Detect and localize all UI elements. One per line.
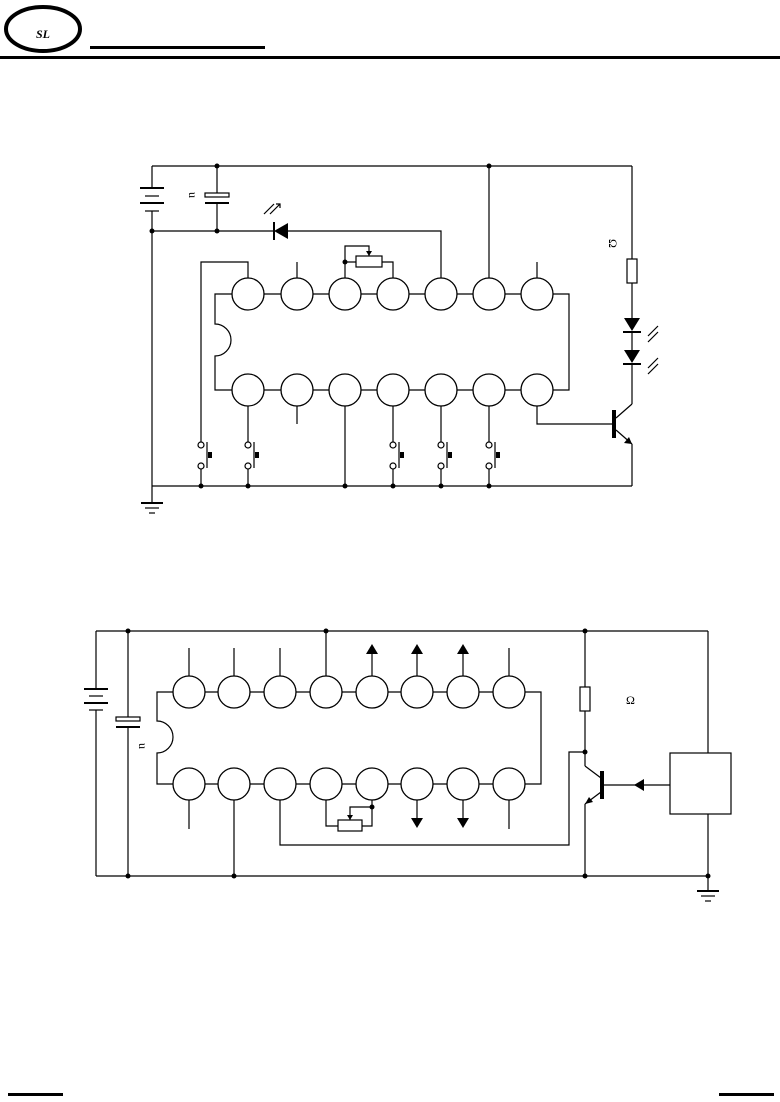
npn-transistor-2 [585, 766, 670, 804]
output-arrows-down [411, 818, 469, 828]
potentiometer-bottom [326, 800, 372, 831]
npn-transistor-1 [537, 404, 632, 444]
battery-symbol [140, 166, 164, 486]
header-underline [90, 46, 265, 49]
footer-rule-right [719, 1093, 774, 1096]
application-circuit-1: u [120, 150, 680, 525]
resistor-unit-label-2: Ω [626, 693, 635, 707]
capacitor-symbol-2 [116, 631, 140, 876]
page-header: SL [0, 0, 780, 62]
capacitor-unit-label-2: u [136, 743, 150, 749]
signal-source-box [670, 753, 731, 814]
capacitor-unit-label: u [186, 192, 200, 198]
ground-symbol [141, 486, 163, 513]
resistor-symbol-2 [580, 687, 590, 711]
application-circuit-2: u [75, 615, 755, 915]
capacitor-symbol [205, 166, 229, 231]
battery-symbol-2 [84, 631, 108, 876]
indicator-led [264, 204, 288, 240]
sl-logo: SL [3, 4, 83, 54]
led-string [623, 318, 658, 374]
push-button-switches [198, 442, 500, 486]
ground-symbol-2 [697, 876, 719, 901]
resistor-symbol [627, 259, 637, 283]
logo-lettering: SL [36, 27, 50, 41]
header-rule [0, 56, 780, 59]
footer-rule-left [8, 1093, 63, 1096]
output-arrows-up [366, 644, 469, 654]
ic-package-2 [157, 692, 541, 784]
resistor-unit-label: Ω [606, 239, 620, 248]
